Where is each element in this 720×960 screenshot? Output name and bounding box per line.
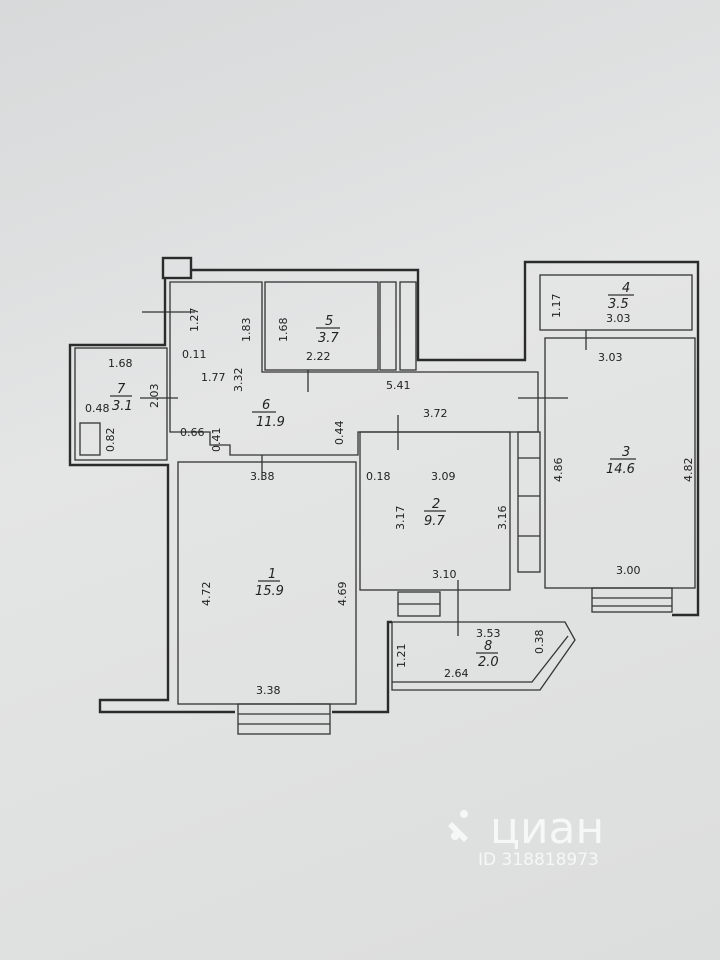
room-8-area: 2.0 [478,655,499,670]
watermark-logo-icon [448,810,468,842]
dim-label: 3.17 [394,506,407,531]
dim-label: 3.00 [616,564,641,577]
dim-label: 4.82 [682,458,695,483]
dim-label: 0.44 [333,421,346,446]
dim-label: 0.18 [366,470,391,483]
dim-label: 4.72 [200,582,213,607]
dim-label: 3.16 [496,506,509,531]
room-6-outline [169,281,539,456]
dim-label: 2.03 [148,384,161,409]
room-8-number: 8 [484,639,492,654]
dimension-labels: 4.72 4.69 3.38 3.38 3.09 0.18 3.17 3.16 … [85,294,695,698]
room-7-number: 7 [117,382,126,397]
dim-label: 5.41 [386,379,411,392]
dim-label: 1.83 [240,318,253,343]
room-2-outline [359,431,511,591]
closet-b [399,281,417,371]
room-5-outline [264,281,379,371]
wardrobe [517,431,541,573]
dim-label: 3.03 [606,312,631,325]
outer-wall-bottom [332,620,392,714]
dim-label: 0.82 [104,428,117,453]
dim-label: 1.17 [550,294,563,319]
dim-label: 3.38 [256,684,281,697]
dim-label: 4.69 [336,582,349,607]
dim-label: 3.53 [476,627,501,640]
dim-label: 3.38 [250,470,275,483]
room-2-number: 2 [432,497,440,512]
room-labels: 1 15.9 2 9.7 3 14.6 4 3.5 5 3.7 6 11.9 7… [110,281,636,670]
room-4-number: 4 [622,281,630,296]
room-5-area: 3.7 [318,331,339,346]
room-3-number: 3 [622,445,630,460]
dim-label: 2.64 [444,667,469,680]
dim-label: 1.68 [277,318,290,343]
walls [68,256,700,735]
watermark-brand: циан [490,803,604,854]
room-4-area: 3.5 [608,297,629,312]
dim-label: 1.27 [188,308,201,333]
room-8-outline [391,621,576,691]
dim-label: 3.72 [423,407,448,420]
vent-shaft [161,256,193,280]
dim-label: 0.11 [182,348,207,361]
room-1-area: 15.9 [255,584,284,599]
dim-label: 1.77 [201,371,226,384]
outer-wall-top-right [191,260,700,617]
room-6-area: 11.9 [256,415,285,430]
watermark-id: ID 318818973 [478,850,599,870]
closet-a [379,281,397,371]
dim-label: 2.22 [306,350,331,363]
shower-fixture [79,422,101,456]
dim-label: 3.03 [598,351,623,364]
dim-label: 0.38 [533,630,546,655]
dim-label: 0.48 [85,402,110,415]
room-3-window [591,587,673,613]
room-3-area: 14.6 [606,462,635,477]
dim-label: 4.86 [552,458,565,483]
dim-label: 0.41 [210,428,223,453]
watermark: циан ID 318818973 [448,803,604,870]
dim-label: 0.66 [180,426,205,439]
room-7-area: 3.1 [112,399,133,414]
room-1-window [237,703,331,735]
dim-label: 3.32 [232,368,245,393]
room-6-number: 6 [262,398,270,413]
room-1-number: 1 [268,567,276,582]
dim-label: 3.09 [431,470,456,483]
dim-label: 3.10 [432,568,457,581]
room-7-outline [74,347,168,461]
dim-label: 1.21 [395,644,408,669]
dim-label: 1.68 [108,357,133,370]
room-4-outline [539,274,693,331]
room-5-number: 5 [325,314,333,329]
room-2-area: 9.7 [424,514,445,529]
outer-wall-left [68,278,235,714]
